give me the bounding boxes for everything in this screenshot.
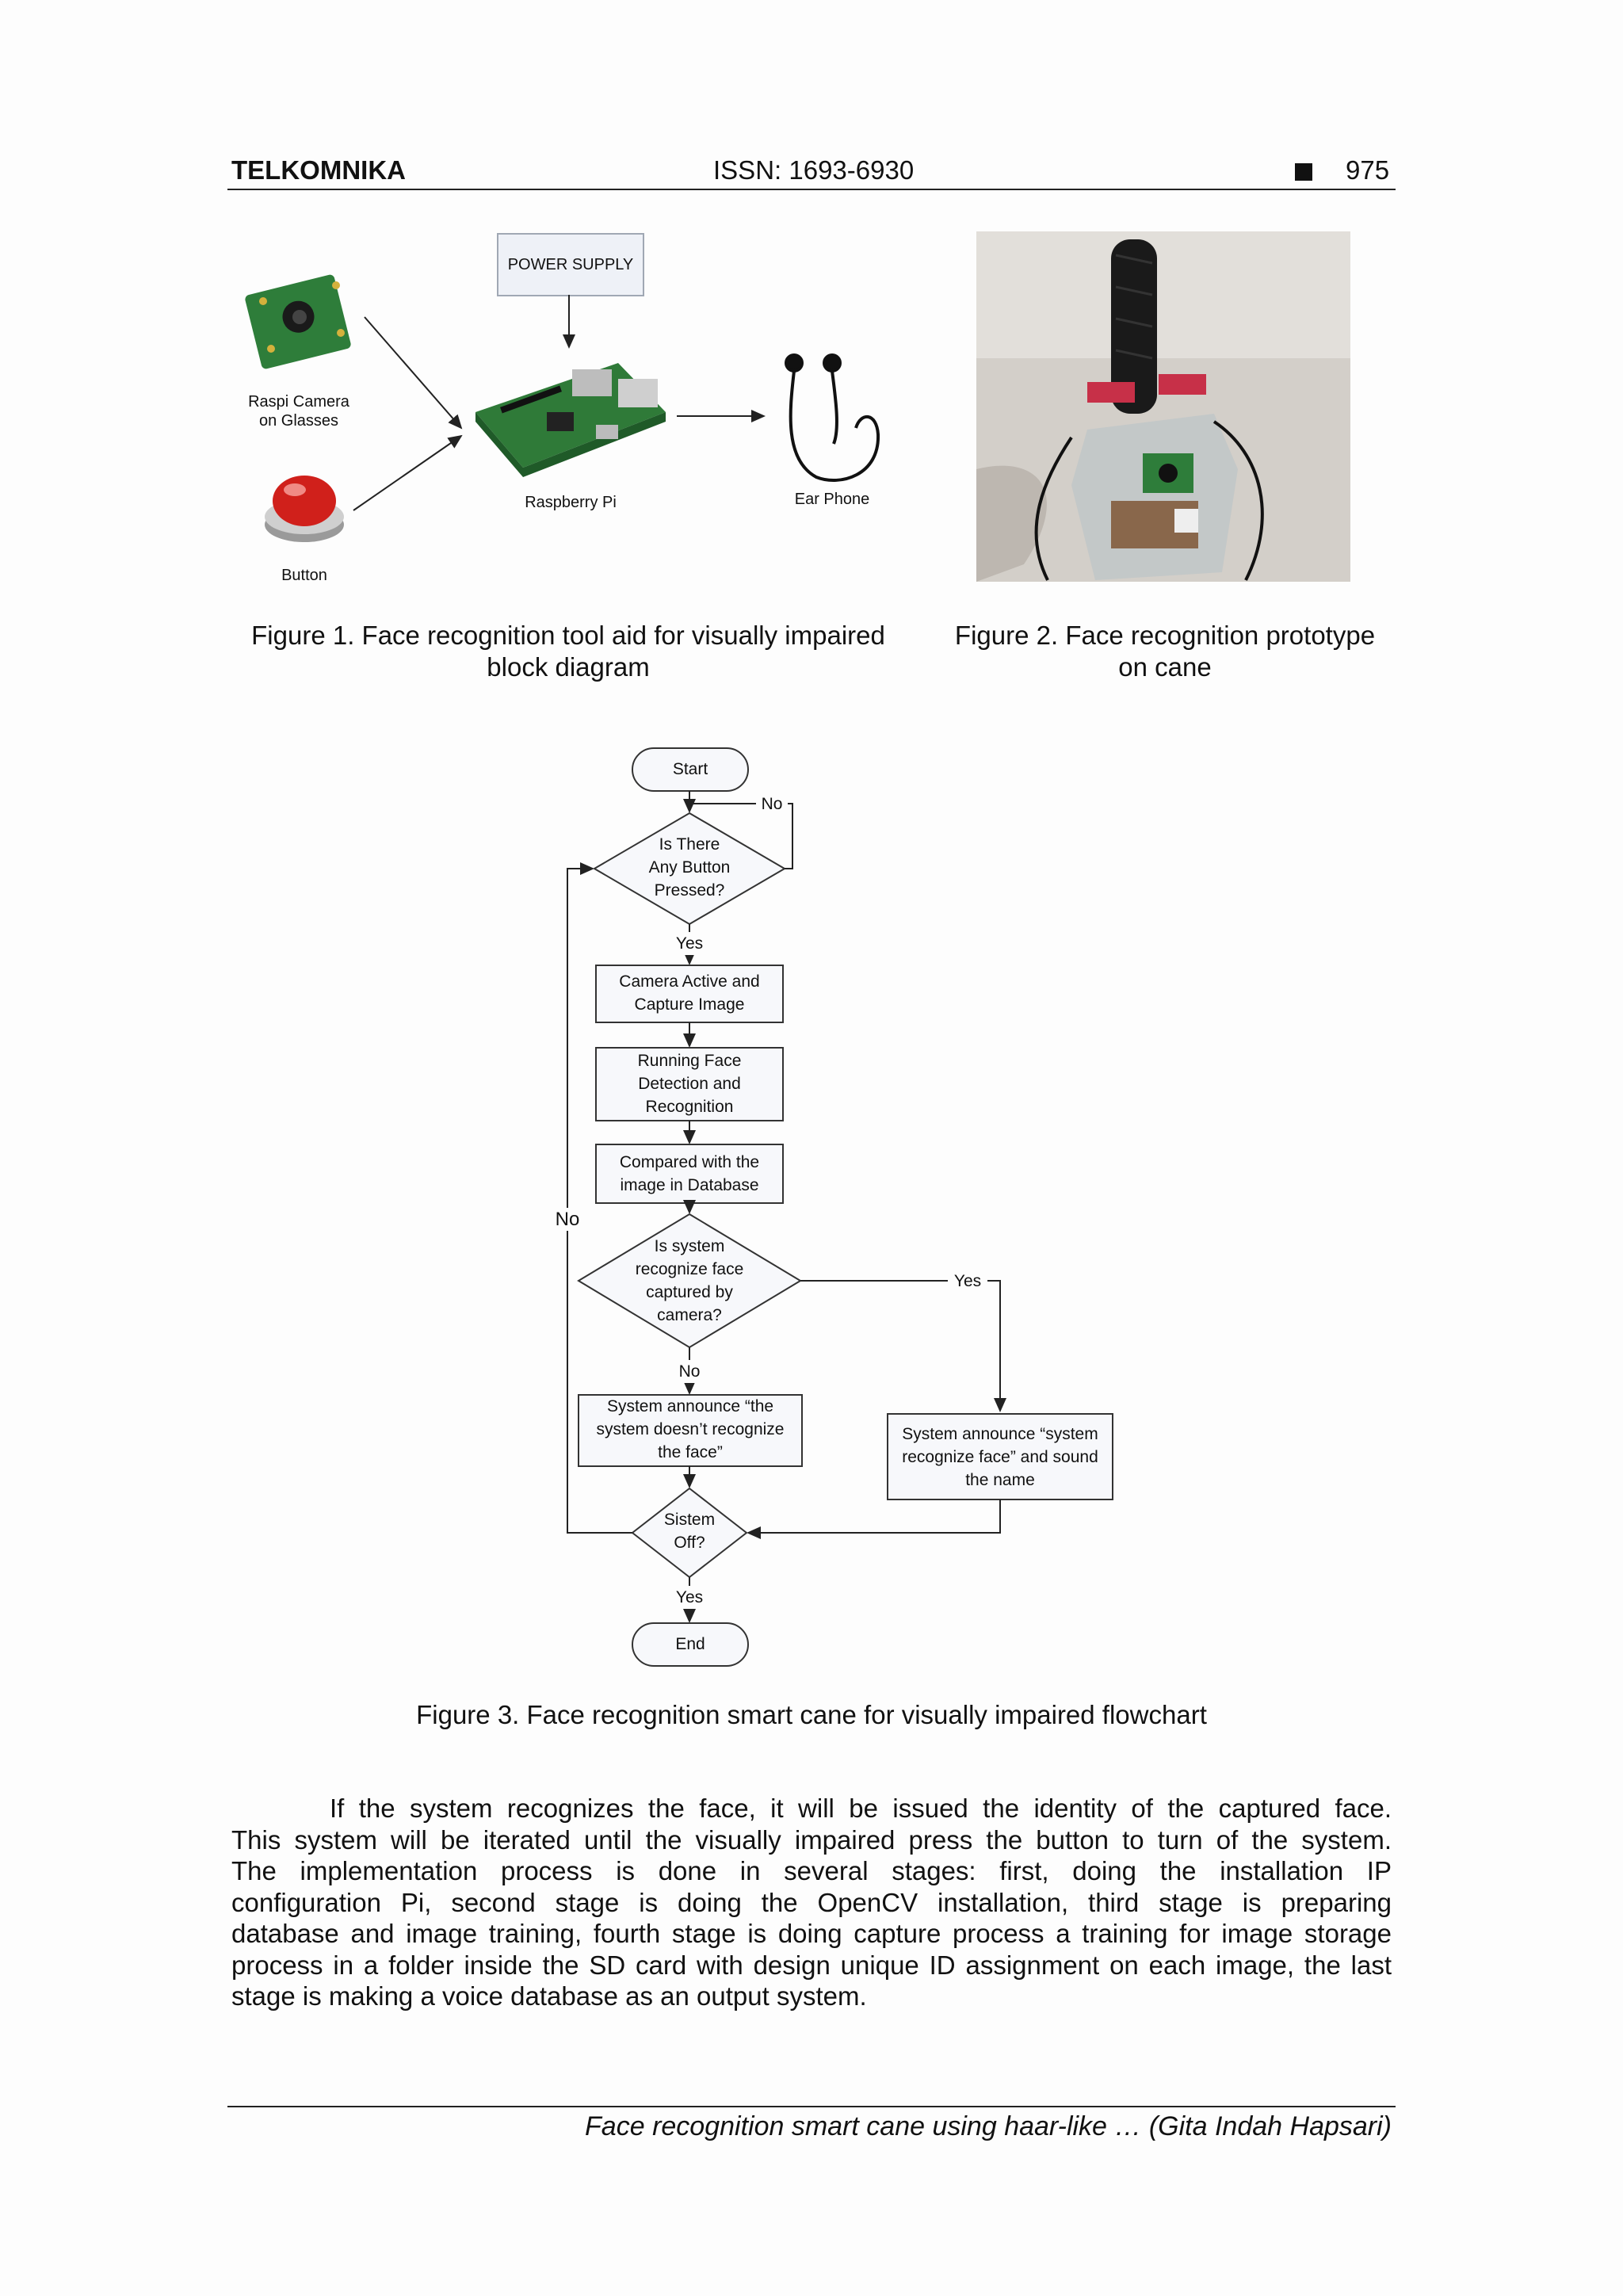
process-recognized bbox=[887, 1413, 1113, 1500]
header-rule bbox=[227, 189, 1396, 190]
decision-1-line-1: Is There bbox=[659, 835, 720, 854]
yes-1-label: Yes bbox=[666, 932, 713, 955]
footer-text: Face recognition smart cane using haar-l… bbox=[585, 2111, 1392, 2141]
cane-prototype-drawing bbox=[976, 231, 1350, 582]
no-2-label: No bbox=[670, 1360, 709, 1383]
flowchart-graphics bbox=[567, 747, 1113, 1667]
process-face-detection bbox=[595, 1047, 784, 1121]
cane-prototype-photo bbox=[976, 231, 1350, 582]
decision-3-line-1: Sistem bbox=[663, 1511, 716, 1529]
figure-2-caption: Figure 2. Face recognition prototype on … bbox=[927, 620, 1403, 683]
earphone-label: Ear Phone bbox=[794, 491, 870, 508]
step-2-line-1: Running Face bbox=[637, 1052, 742, 1070]
step-2-line-3: Recognition bbox=[645, 1098, 734, 1116]
camera-label-line-1: Raspi Camera bbox=[248, 393, 349, 411]
power-supply-label: POWER SUPPLY bbox=[507, 255, 634, 273]
red-button-icon bbox=[265, 476, 344, 542]
no-left-label: No bbox=[548, 1208, 586, 1231]
issn: ISSN: 1693-6930 bbox=[713, 155, 915, 185]
raspberry-pi-label: Raspberry Pi bbox=[525, 494, 617, 511]
step-5-line-3: the name bbox=[965, 1471, 1035, 1489]
decision-3-text: Sistem Off? bbox=[634, 1508, 745, 1554]
step-1-text: Camera Active and Capture Image bbox=[596, 970, 783, 1016]
step-5-line-1: System announce “system bbox=[902, 1425, 1098, 1443]
yes-right-label: Yes bbox=[948, 1270, 987, 1293]
process-compare-database bbox=[595, 1144, 784, 1204]
step-5-line-2: recognize face” and sound bbox=[902, 1448, 1098, 1466]
yes-3-label: Yes bbox=[666, 1586, 713, 1609]
step-3-line-1: Compared with the bbox=[619, 1153, 760, 1171]
decision-1-line-3: Pressed? bbox=[654, 881, 725, 900]
step-1-line-1: Camera Active and bbox=[619, 972, 760, 991]
paragraph-line-5: database and image training, fourth stag… bbox=[231, 1919, 1392, 1948]
no-top-label: No bbox=[756, 793, 788, 816]
step-5-text: System announce “system recognize face” … bbox=[888, 1423, 1113, 1492]
decision-3-line-2: Off? bbox=[674, 1534, 705, 1552]
end-terminal bbox=[632, 1622, 749, 1667]
step-4-line-1: System announce “the bbox=[606, 1397, 774, 1415]
step-2-line-2: Detection and bbox=[638, 1075, 741, 1093]
start-label: Start bbox=[672, 760, 708, 778]
camera-module-icon bbox=[245, 274, 351, 369]
step-3-text: Compared with the image in Database bbox=[596, 1151, 783, 1197]
paragraph-line-1: If the system recognizes the face, it wi… bbox=[330, 1794, 1392, 1823]
page-number: 975 bbox=[1346, 155, 1390, 185]
block-diagram-graphics bbox=[245, 274, 880, 542]
end-label: End bbox=[675, 1635, 705, 1653]
camera-label: Raspi Camera on Glasses bbox=[231, 392, 366, 430]
decision-2-text: Is system recognize face captured by cam… bbox=[610, 1235, 769, 1327]
paragraph-line-7: stage is making a voice database as an o… bbox=[231, 1981, 867, 2011]
square-bullet-icon bbox=[1295, 163, 1312, 181]
process-camera-capture bbox=[595, 965, 784, 1023]
earphone-icon bbox=[785, 353, 880, 482]
step-4-line-2: system doesn’t recognize bbox=[596, 1420, 785, 1438]
process-not-recognized bbox=[578, 1394, 803, 1467]
decision-2-line-4: camera? bbox=[657, 1306, 722, 1324]
paragraph-line-4: configuration Pi, second stage is doing … bbox=[231, 1887, 1392, 1917]
figure-2-caption-line-2: on cane bbox=[1118, 652, 1212, 682]
decision-2-line-3: captured by bbox=[646, 1283, 733, 1301]
step-3-line-2: image in Database bbox=[620, 1176, 759, 1194]
step-1-line-2: Capture Image bbox=[634, 995, 745, 1014]
paragraph-line-2: This system will be iterated until the v… bbox=[231, 1824, 1392, 1855]
power-supply-box: POWER SUPPLY bbox=[497, 233, 644, 296]
camera-label-line-2: on Glasses bbox=[258, 412, 339, 430]
decision-2-line-1: Is system bbox=[654, 1237, 725, 1255]
body-paragraph: If the system recognizes the face, it wi… bbox=[231, 1793, 1392, 2012]
step-4-line-3: the face” bbox=[658, 1443, 723, 1461]
paragraph-line-3: The implementation process is done in se… bbox=[231, 1856, 1392, 1885]
footer-rule bbox=[227, 2106, 1396, 2107]
figure-2-caption-line-1: Figure 2. Face recognition prototype bbox=[954, 621, 1376, 650]
decision-2-line-2: recognize face bbox=[635, 1260, 744, 1278]
journal-name: TELKOMNIKA bbox=[231, 155, 406, 185]
decision-1-line-2: Any Button bbox=[648, 858, 731, 877]
paragraph-line-6: process in a folder inside the SD card w… bbox=[231, 1950, 1392, 1980]
step-2-text: Running Face Detection and Recognition bbox=[596, 1049, 783, 1118]
figure-1-caption: Figure 1. Face recognition tool aid for … bbox=[231, 620, 905, 683]
step-4-text: System announce “the system doesn’t reco… bbox=[579, 1395, 802, 1464]
figure-3-caption: Figure 3. Face recognition smart cane fo… bbox=[416, 1700, 1207, 1729]
decision-1-text: Is There Any Button Pressed? bbox=[610, 833, 769, 902]
raspberry-pi-board-icon bbox=[475, 363, 666, 477]
figure-1-caption-line-1: Figure 1. Face recognition tool aid for … bbox=[251, 621, 885, 650]
button-label: Button bbox=[281, 567, 327, 584]
figure-1-caption-line-2: block diagram bbox=[487, 652, 650, 682]
